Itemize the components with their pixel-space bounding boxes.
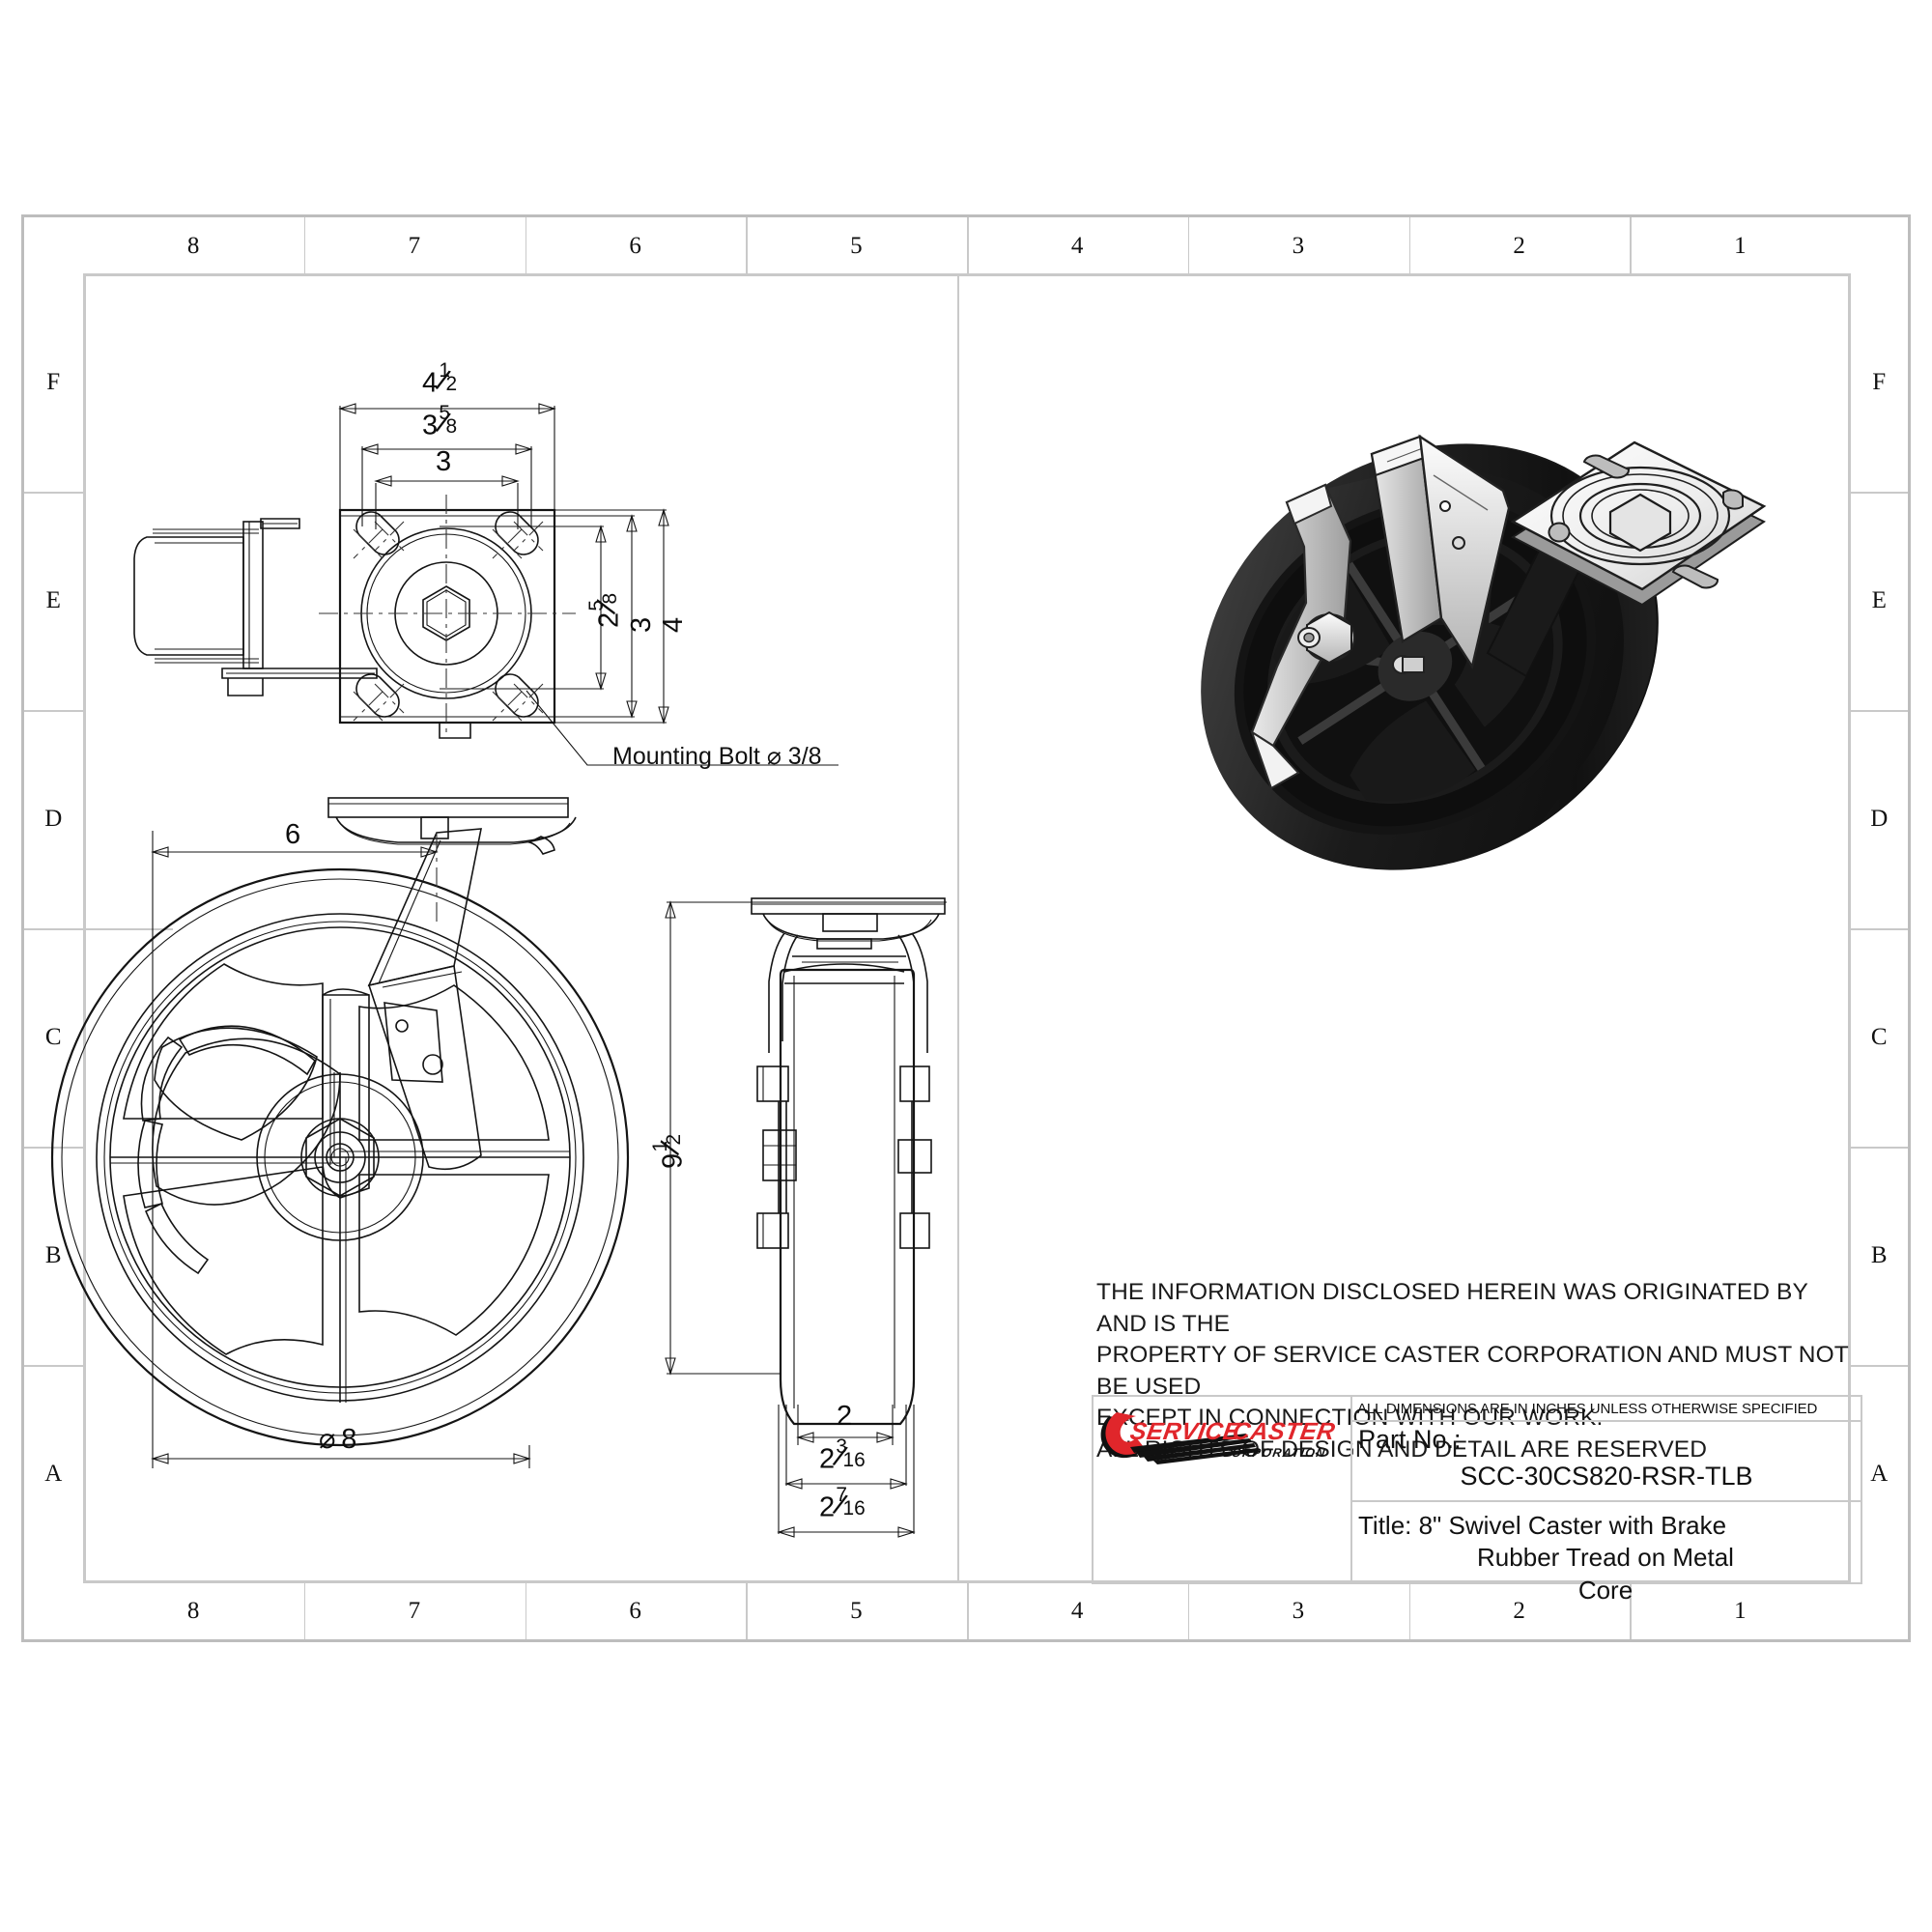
zone-bottom-2: 2 bbox=[1513, 1597, 1526, 1624]
zone-top-sep-2 bbox=[525, 217, 526, 273]
dim-plate-depth-overall: 4 bbox=[658, 616, 689, 633]
zone-top-1: 1 bbox=[1734, 232, 1747, 259]
disclaimer-block: THE INFORMATION DISCLOSED HEREIN WAS ORI… bbox=[1096, 1277, 1860, 1465]
zone-bottom-1: 1 bbox=[1734, 1597, 1747, 1624]
zone-bottom-sep-2 bbox=[525, 1583, 526, 1639]
zone-top-sep-5 bbox=[1187, 217, 1190, 273]
zone-right-E: E bbox=[1871, 587, 1888, 613]
zone-bottom-6: 6 bbox=[629, 1597, 642, 1624]
zone-left-A: A bbox=[44, 1461, 63, 1487]
zone-left-sep-5 bbox=[24, 1365, 83, 1367]
dim-wheel-diameter: ⌀ 8 bbox=[319, 1424, 357, 1455]
svg-text:CASTER: CASTER bbox=[1231, 1418, 1337, 1445]
part-number-label: Part No.: bbox=[1358, 1425, 1462, 1454]
dim-plate-depth-inner: 3 bbox=[626, 616, 657, 633]
zone-bottom-5: 5 bbox=[850, 1597, 864, 1624]
view-side-elevation bbox=[665, 897, 947, 1538]
zone-left-sep-4 bbox=[24, 1147, 83, 1149]
zone-top-6: 6 bbox=[629, 232, 642, 259]
title-block bbox=[1092, 1395, 1862, 1584]
mounting-bolt-callout: Mounting Bolt ⌀ 3/8 bbox=[612, 743, 822, 770]
zone-top-sep-3 bbox=[746, 217, 748, 273]
part-number-value: SCC-30CS820-RSR-TLB bbox=[1460, 1462, 1753, 1492]
zone-top-sep-6 bbox=[1408, 217, 1410, 273]
zone-right-sep-4 bbox=[1851, 1147, 1908, 1149]
units-note: ALL DIMENSIONS ARE IN INCHES UNLESS OTHE… bbox=[1352, 1397, 1862, 1422]
dim-tread-width: 2 bbox=[837, 1401, 853, 1432]
disclaimer-line-2: PROPERTY OF SERVICE CASTER CORPORATION A… bbox=[1096, 1342, 1849, 1400]
zone-left-C: C bbox=[44, 1024, 63, 1050]
zone-right-C: C bbox=[1870, 1024, 1889, 1050]
zone-top-sep-4 bbox=[967, 217, 969, 273]
zone-top-7: 7 bbox=[408, 232, 421, 259]
zone-right-D: D bbox=[1870, 806, 1889, 832]
zone-top-3: 3 bbox=[1292, 232, 1305, 259]
zone-bottom-7: 7 bbox=[408, 1597, 421, 1624]
zone-right-sep-1 bbox=[1851, 492, 1908, 494]
zone-top-8: 8 bbox=[186, 232, 200, 259]
zone-right-sep-2 bbox=[1851, 710, 1908, 712]
zone-left-D: D bbox=[44, 806, 63, 832]
view-top-plate bbox=[133, 403, 838, 766]
zone-bottom-3: 3 bbox=[1292, 1597, 1305, 1624]
zone-bottom-sep-7 bbox=[1630, 1583, 1632, 1639]
part-number-cell: Part No.: SCC-30CS820-RSR-TLB bbox=[1352, 1422, 1862, 1502]
zone-bottom-sep-6 bbox=[1408, 1583, 1410, 1639]
view-isometric-render bbox=[1201, 434, 1767, 870]
zone-right-sep-5 bbox=[1851, 1365, 1908, 1367]
zone-left-B: B bbox=[44, 1242, 63, 1268]
svg-text:SERVICE: SERVICE bbox=[1128, 1418, 1242, 1445]
zone-top-2: 2 bbox=[1513, 232, 1526, 259]
logo-cell: SERVICE CASTER CORPORATION bbox=[1094, 1397, 1352, 1582]
center-tick-left bbox=[24, 928, 173, 930]
zone-right-A: A bbox=[1870, 1461, 1889, 1487]
zone-bottom-sep-1 bbox=[303, 1583, 306, 1639]
zone-bottom-sep-3 bbox=[746, 1583, 748, 1639]
drawing-title-line-2: Rubber Tread on Metal bbox=[1477, 1543, 1734, 1573]
disclaimer-line-1: THE INFORMATION DISCLOSED HEREIN WAS ORI… bbox=[1096, 1279, 1808, 1337]
zone-left-E: E bbox=[45, 587, 62, 613]
drawing-title-cell: Title: 8" Swivel Caster with Brake Rubbe… bbox=[1352, 1502, 1862, 1605]
zone-right-B: B bbox=[1870, 1242, 1889, 1268]
zone-top-4: 4 bbox=[1070, 232, 1084, 259]
disclaimer-line-3: EXCEPT IN CONNECTION WITH OUR WORK. bbox=[1096, 1405, 1604, 1432]
zone-bottom-sep-5 bbox=[1187, 1583, 1190, 1639]
zone-top-5: 5 bbox=[850, 232, 864, 259]
svg-text:CORPORATION: CORPORATION bbox=[1221, 1446, 1327, 1460]
dim-swivel-offset: 6 bbox=[285, 819, 301, 850]
zone-top-sep-7 bbox=[1630, 217, 1632, 273]
outer-border bbox=[21, 214, 1911, 1642]
zone-right-F: F bbox=[1872, 369, 1887, 395]
drawing-title-line-3: Core bbox=[1577, 1575, 1634, 1605]
zone-left-sep-2 bbox=[24, 710, 83, 712]
zone-top-sep-1 bbox=[303, 217, 306, 273]
service-caster-logo: SERVICE CASTER CORPORATION bbox=[1100, 1412, 1337, 1464]
view-front-elevation bbox=[50, 797, 630, 1468]
zone-left-F: F bbox=[46, 369, 61, 395]
drawing-title-line-1: Title: 8" Swivel Caster with Brake bbox=[1358, 1511, 1727, 1540]
sheet-vertical-split bbox=[957, 273, 959, 1583]
zone-left-sep-1 bbox=[24, 492, 83, 494]
zone-bottom-8: 8 bbox=[186, 1597, 200, 1624]
zone-bottom-sep-4 bbox=[967, 1583, 969, 1639]
dim-bolt-hole-center: 3 bbox=[436, 446, 452, 477]
zone-bottom-4: 4 bbox=[1070, 1597, 1084, 1624]
zone-right-sep-3 bbox=[1851, 928, 1908, 930]
